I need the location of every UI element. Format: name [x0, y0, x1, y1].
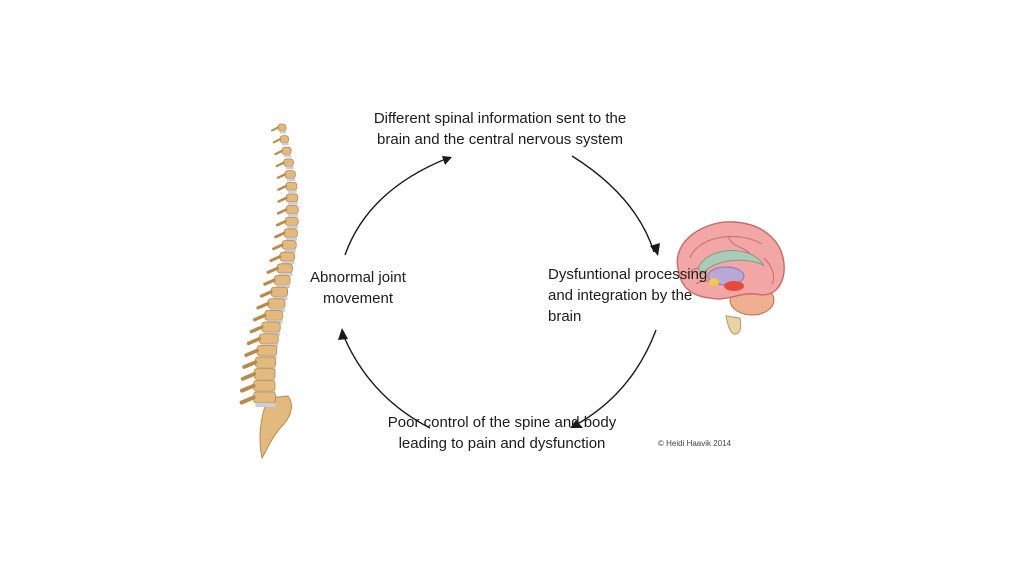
- intervertebral-disc: [287, 190, 297, 193]
- spinous-process: [274, 149, 284, 156]
- spinous-process: [272, 138, 282, 144]
- sacrum: [259, 395, 292, 460]
- spinous-process: [266, 266, 279, 274]
- spinous-process: [246, 337, 262, 346]
- arrow-top-to-right: [571, 155, 660, 256]
- spinous-process: [239, 395, 256, 405]
- spinous-process: [276, 208, 288, 215]
- arrow-right-to-bottom: [570, 329, 657, 428]
- spinous-process: [259, 290, 273, 298]
- intervertebral-disc: [281, 261, 295, 265]
- spinous-process: [275, 220, 287, 227]
- intervertebral-disc: [287, 225, 299, 229]
- spinous-process: [252, 313, 267, 322]
- intervertebral-disc: [288, 201, 298, 205]
- spinous-process: [276, 173, 287, 179]
- intervertebral-disc: [284, 249, 297, 253]
- spinous-process: [271, 126, 279, 132]
- arrow-left-to-top: [344, 156, 452, 256]
- intervertebral-disc: [283, 154, 292, 158]
- intervertebral-disc: [286, 178, 296, 182]
- cycle-step-top: Different spinal information sent to the…: [373, 110, 627, 148]
- brain-illustration: [676, 221, 785, 335]
- intervertebral-disc: [273, 296, 288, 300]
- spinous-process: [275, 161, 285, 168]
- intervertebral-disc: [285, 237, 298, 241]
- spinous-process: [249, 325, 264, 334]
- cycle-step-right: Dysfuntional processing and integration …: [548, 266, 708, 325]
- cycle-step-bottom: Poor control of the spine and body leadi…: [387, 414, 617, 452]
- intervertebral-disc: [255, 403, 276, 407]
- spinous-process: [274, 231, 286, 239]
- spinous-process: [272, 243, 284, 251]
- spine-illustration: [239, 123, 299, 460]
- intervertebral-disc: [282, 142, 289, 146]
- spinous-process: [269, 255, 282, 263]
- spinous-process: [256, 301, 270, 310]
- intervertebral-disc: [279, 272, 293, 277]
- intervertebral-disc: [288, 213, 299, 217]
- spinous-process: [239, 383, 256, 393]
- intervertebral-disc: [280, 131, 286, 134]
- spinous-process: [242, 360, 258, 369]
- intervertebral-disc: [276, 284, 291, 289]
- spinous-process: [277, 196, 288, 203]
- cycle-step-left: Abnormal joint movement: [310, 269, 406, 307]
- intervertebral-disc: [285, 166, 294, 170]
- spinous-process: [277, 184, 288, 191]
- copyright-notice: © Heidi Haavik 2014: [658, 439, 732, 448]
- spinous-process: [263, 278, 276, 286]
- arrow-bottom-to-left: [338, 328, 431, 429]
- spinous-process: [244, 348, 259, 358]
- spinous-process: [240, 372, 257, 381]
